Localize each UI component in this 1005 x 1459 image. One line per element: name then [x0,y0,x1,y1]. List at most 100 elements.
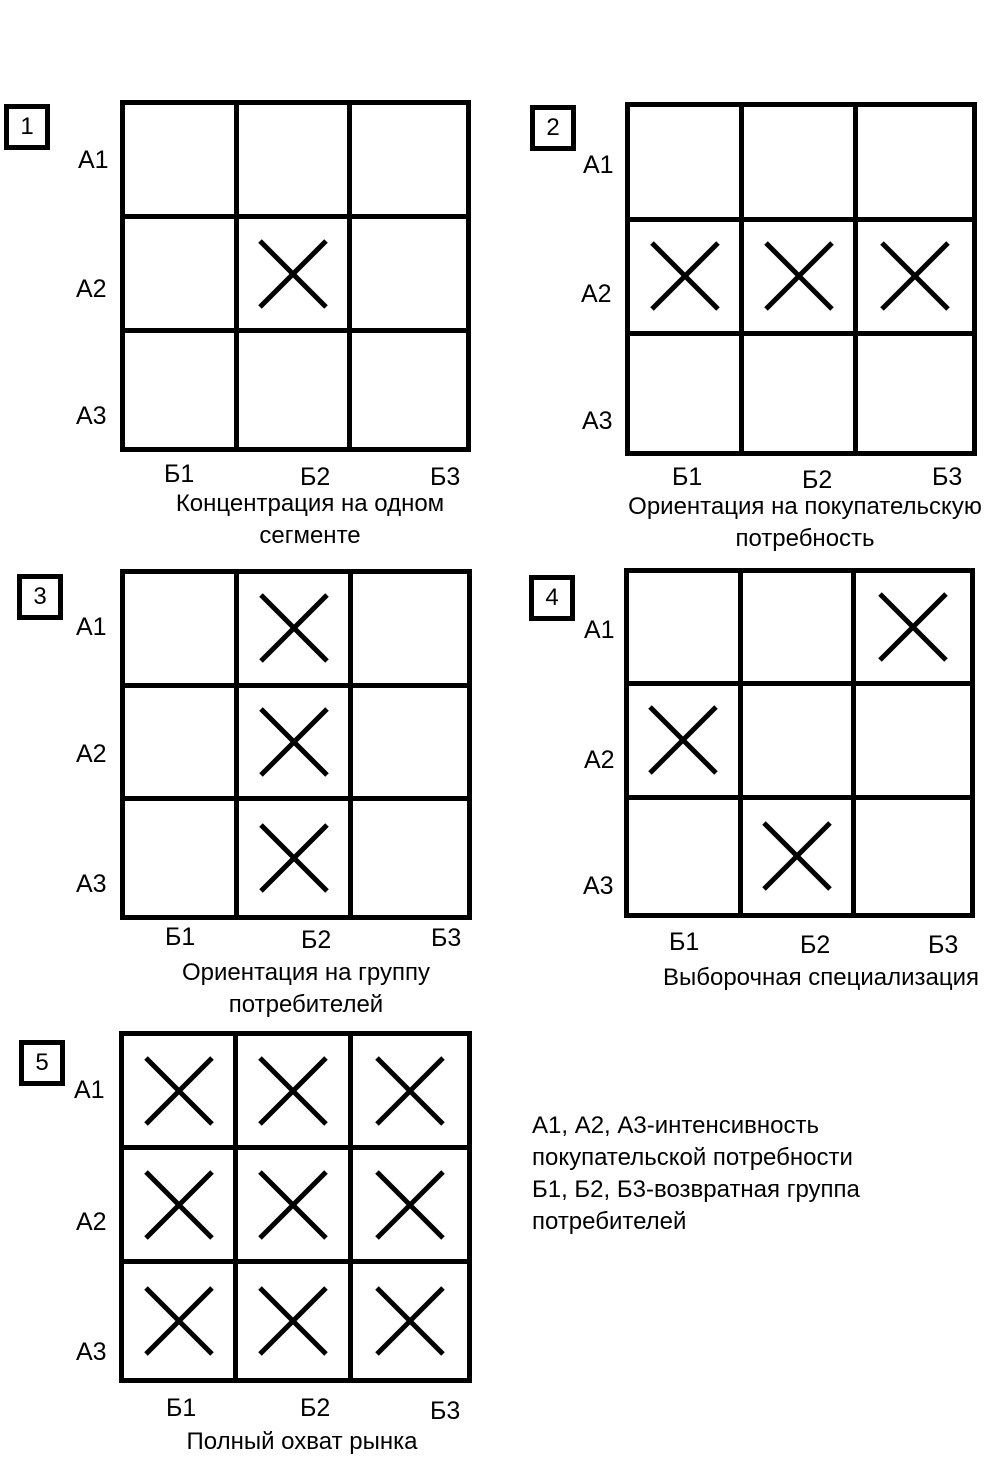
matrix-cell [352,1036,467,1150]
matrix-cell [124,1264,239,1378]
row-label: А1 [74,1076,105,1104]
cross-mark-icon [143,1169,214,1240]
cross-stroke [649,241,720,312]
cross-mark-icon [258,1169,328,1240]
cross-mark-icon [375,1169,445,1240]
matrix-cell [352,333,466,447]
column-label: Б1 [165,923,196,951]
column-label: Б3 [932,463,963,491]
matrix-cell [125,574,239,688]
matrix-grid [624,568,975,918]
cross-mark-icon [258,707,329,777]
cross-mark-icon [375,1055,445,1126]
cross-stroke [762,821,832,892]
row-label: А3 [583,872,614,900]
matrix-cell [353,688,467,802]
panel-caption: Ориентация на группу потребителей [146,957,466,1021]
caption-line: Ориентация на покупательскую [628,493,982,520]
cross-mark-icon [258,238,328,309]
panel-number-badge: 1 [4,104,50,150]
matrix-cell [238,1150,353,1264]
caption-line: потребителей [228,991,384,1018]
legend-line: Б1, Б2, Б3-возвратная группа [532,1176,860,1203]
column-label: Б2 [300,1394,331,1422]
panel-caption: Выборочная специализация [640,962,1002,994]
cross-mark-icon [375,1286,445,1356]
cross-stroke [375,1169,445,1240]
matrix-cell [353,1264,467,1378]
matrix-cell [125,333,239,447]
cross-stroke [143,1286,214,1356]
matrix-cell [630,336,744,451]
matrix-cell [856,800,970,913]
legend: А1, А2, А3-интенсивность покупательской … [532,1110,860,1238]
matrix-cell [238,219,353,333]
row-label: А3 [582,407,613,435]
cross-stroke [258,1055,328,1126]
cross-mark-icon [258,1286,328,1356]
matrix-cell [856,686,970,800]
cross-mark-icon [648,705,719,776]
matrix-grid [120,100,471,452]
matrix-cell [630,221,744,337]
matrix-cell [353,574,467,688]
column-label: Б2 [800,931,831,959]
caption-line: сегменте [259,522,361,549]
caption-line: Выборочная специализация [662,964,980,991]
cross-mark-icon [258,593,329,664]
matrix-cell [856,573,970,687]
panel-number-badge: 5 [19,1040,65,1086]
column-label: Б2 [802,466,833,494]
column-label: Б1 [672,463,703,491]
matrix-cell [239,801,353,915]
legend-line: потребителей [532,1208,687,1235]
column-label: Б1 [166,1394,197,1422]
cross-stroke [143,1055,214,1126]
matrix-cell [858,107,972,222]
matrix-cell [238,105,353,219]
cross-stroke [258,593,329,664]
cross-mark-icon [258,1055,328,1126]
cross-stroke [258,238,328,309]
legend-line: А1, А2, А3-интенсивность [532,1112,819,1139]
matrix-cell [744,221,858,337]
cross-stroke [878,592,948,662]
row-label: А2 [584,746,615,774]
cross-stroke [763,241,834,312]
row-label: А1 [583,151,614,179]
matrix-cell [352,1150,467,1264]
matrix-cell [743,799,857,913]
cross-stroke [143,1169,214,1240]
row-label: А1 [78,146,109,174]
column-label: Б3 [430,463,461,491]
cross-mark-icon [258,823,329,893]
cross-stroke [648,705,719,776]
caption-line: Ориентация на группу [181,959,430,986]
matrix-cell [352,219,466,333]
row-label: А2 [581,280,612,308]
row-label: А2 [76,1208,107,1236]
cross-stroke [375,1286,445,1356]
column-label: Б2 [301,926,332,954]
row-label: А2 [76,275,107,303]
cross-stroke [880,241,950,312]
matrix-cell [124,1150,239,1264]
row-label: А3 [76,402,107,430]
matrix-cell [629,799,743,913]
caption-line: потребность [735,525,875,552]
matrix-cell [629,686,743,800]
matrix-cell [238,1036,353,1150]
row-label: А3 [76,870,107,898]
caption-line: Концентрация на одном [175,490,445,517]
caption-line: Полный охват рынка [186,1428,418,1455]
matrix-cell [630,107,744,222]
column-label: Б3 [928,931,959,959]
cross-mark-icon [143,1055,214,1126]
cross-mark-icon [762,821,832,892]
column-label: Б3 [430,1397,461,1425]
row-label: А2 [76,740,107,768]
matrix-cell [125,219,239,333]
cross-mark-icon [649,241,720,312]
matrix-cell [742,686,857,800]
panel-caption: Полный охват рынка [152,1426,452,1458]
